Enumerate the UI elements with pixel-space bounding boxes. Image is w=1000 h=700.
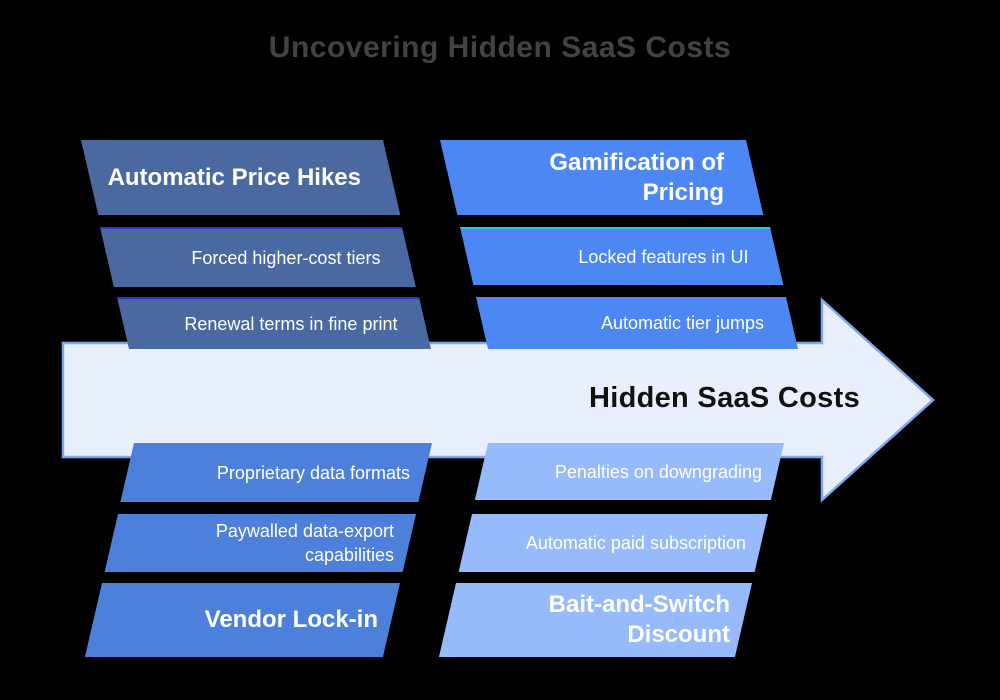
category-automatic-price-hikes-label: Automatic Price Hikes bbox=[107, 163, 361, 191]
category-vendor-lock-in-label: Vendor Lock-in bbox=[204, 606, 378, 633]
category-automatic-price-hikes: Automatic Price Hikes bbox=[81, 140, 401, 215]
cause-automatic-paid-subscription-label: Automatic paid subscription bbox=[525, 533, 746, 553]
spine-label: Hidden SaaS Costs bbox=[589, 382, 860, 414]
cause-locked-features-in-ui-label: Locked features in UI bbox=[578, 247, 749, 267]
category-bait-and-switch-discount-label: Bait-and-Switch Discount bbox=[548, 591, 730, 648]
cause-automatic-tier-jumps-label: Automatic tier jumps bbox=[600, 313, 764, 333]
cause-renewal-terms-fine-print-label: Renewal terms in fine print bbox=[184, 314, 398, 334]
cause-forced-higher-cost-tiers-label: Forced higher-cost tiers bbox=[191, 248, 381, 268]
category-gamification-of-pricing: Gamification of Pricing bbox=[440, 140, 764, 215]
cause-proprietary-data-formats-label: Proprietary data formats bbox=[216, 462, 410, 483]
cause-automatic-paid-subscription: Automatic paid subscription bbox=[458, 514, 768, 572]
cause-automatic-tier-jumps: Automatic tier jumps bbox=[476, 297, 799, 349]
category-bait-and-switch-discount: Bait-and-Switch Discount bbox=[438, 583, 752, 657]
category-gamification-of-pricing-label: Gamification of Pricing bbox=[549, 148, 724, 206]
cause-penalties-on-downgrading-label: Penalties on downgrading bbox=[554, 461, 762, 482]
cause-renewal-terms-fine-print: Renewal terms in fine print bbox=[117, 297, 432, 349]
cause-locked-features-in-ui: Locked features in UI bbox=[460, 227, 784, 285]
cause-paywalled-data-export-label: Paywalled data-export capabilities bbox=[215, 521, 394, 565]
diagram-title: Uncovering Hidden SaaS Costs bbox=[268, 31, 732, 64]
cause-forced-higher-cost-tiers: Forced higher-cost tiers bbox=[100, 227, 416, 287]
cause-paywalled-data-export: Paywalled data-export capabilities bbox=[104, 514, 416, 572]
cause-penalties-on-downgrading: Penalties on downgrading bbox=[474, 443, 784, 500]
category-vendor-lock-in: Vendor Lock-in bbox=[84, 583, 400, 657]
cause-proprietary-data-formats: Proprietary data formats bbox=[120, 443, 432, 502]
